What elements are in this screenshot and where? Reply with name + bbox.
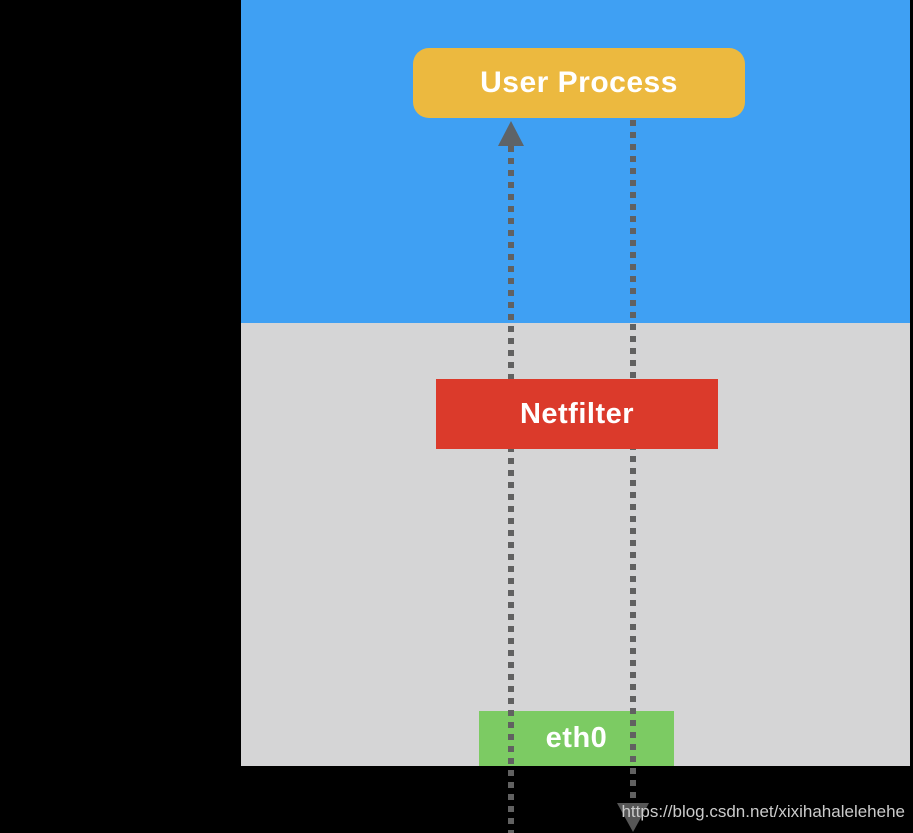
netfilter-label: Netfilter [519,397,635,430]
inbound-packet-flow-line [508,146,514,833]
arrow-up-icon [498,121,524,146]
netfilter-node: Netfilter [436,379,718,449]
user-process-label: User Process [480,66,678,99]
outbound-packet-flow-line [630,120,636,806]
watermark-url: https://blog.csdn.net/xixihahalelehehe [621,802,905,821]
arrow-down-icon [617,803,649,832]
user-process-node: User Process [413,48,745,118]
eth0-label: eth0 [545,722,608,754]
